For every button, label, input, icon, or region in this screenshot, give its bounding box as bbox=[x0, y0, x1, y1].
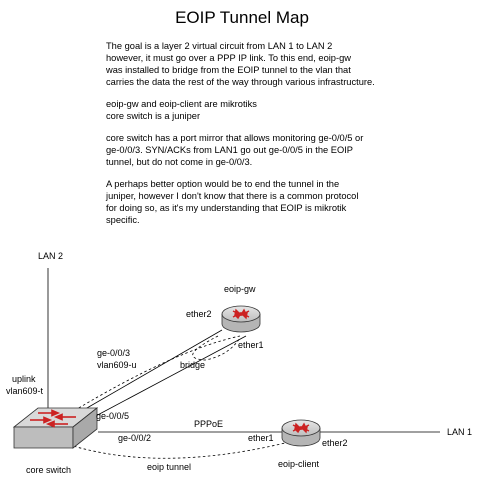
bridge-loop bbox=[192, 335, 241, 361]
tunnel-switch-to-client bbox=[54, 439, 286, 459]
switch-icon bbox=[12, 407, 99, 449]
label-client-ether2: ether2 bbox=[322, 438, 348, 448]
links bbox=[47, 268, 440, 433]
label-vlan609u: vlan609-u bbox=[97, 360, 137, 370]
label-pppoe: PPPoE bbox=[194, 419, 223, 429]
description-paragraph: The goal is a layer 2 virtual circuit fr… bbox=[106, 41, 375, 87]
label-client-ether1: ether1 bbox=[248, 433, 274, 443]
label-lan2: LAN 2 bbox=[38, 251, 63, 261]
description-paragraph: eoip-gw and eoip-client are mikrotiks co… bbox=[106, 99, 257, 121]
description: The goal is a layer 2 virtual circuit fr… bbox=[106, 40, 416, 236]
description-paragraph: core switch has a port mirror that allow… bbox=[106, 133, 364, 167]
label-ge002: ge-0/0/2 bbox=[118, 433, 151, 443]
label-lan1: LAN 1 bbox=[447, 427, 472, 437]
diagram-title: EOIP Tunnel Map bbox=[175, 8, 309, 27]
label-ge005: ge-0/0/5 bbox=[96, 411, 129, 421]
label-uplink: uplink bbox=[12, 374, 36, 384]
tunnel-gw-to-switch bbox=[71, 335, 241, 413]
link-ge003-ether2 bbox=[79, 329, 223, 413]
eoip-tunnel-paths bbox=[54, 335, 286, 459]
label-vlan609t: vlan609-t bbox=[6, 386, 44, 396]
label-gw-ether2: ether2 bbox=[186, 309, 212, 319]
label-eoip-client: eoip-client bbox=[278, 459, 320, 469]
label-core-switch: core switch bbox=[26, 465, 71, 475]
label-gw-ether1: ether1 bbox=[238, 340, 264, 350]
label-eoip-gw: eoip-gw bbox=[224, 284, 256, 294]
label-bridge: bridge bbox=[180, 360, 205, 370]
link-ge005-ether1 bbox=[91, 335, 247, 419]
label-eoip-tunnel: eoip tunnel bbox=[147, 462, 191, 472]
label-ge003: ge-0/0/3 bbox=[97, 348, 130, 358]
router-icon bbox=[221, 305, 261, 333]
description-paragraph: A perhaps better option would be to end … bbox=[106, 179, 359, 225]
router-icon bbox=[281, 419, 321, 447]
